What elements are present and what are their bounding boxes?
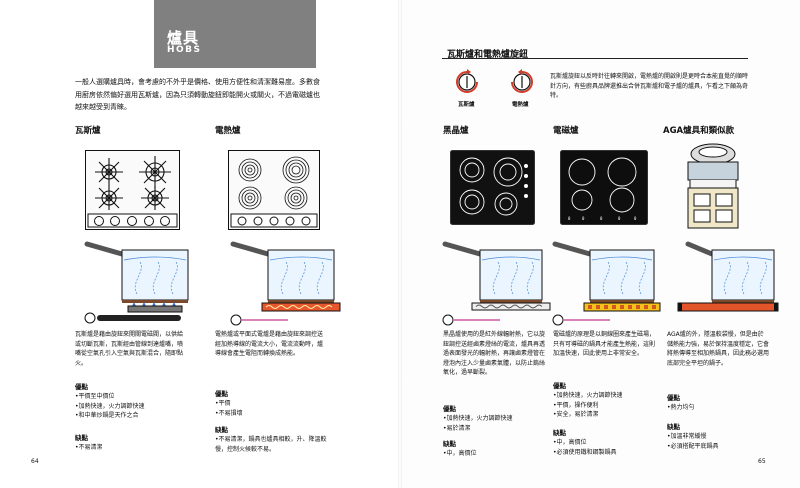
ceramic-hob-illustration (450, 150, 535, 225)
list-item: 加熱快速，火力調節快速 (443, 414, 548, 424)
svg-text:0: 0 (568, 216, 571, 221)
list-item: 熱力均勻 (667, 403, 772, 413)
svg-text:0: 0 (634, 216, 637, 221)
aga-cons-label: 缺點 (667, 423, 680, 431)
gas-pot-diagram (84, 241, 189, 324)
list-item: 中，高價位 (553, 438, 658, 448)
electric-hob-illustration (228, 150, 320, 230)
intro-paragraph: 一般人選購爐具時，會考慮的不外乎是價格、使用方便性和清潔難易度。多數食用廚房依然… (75, 78, 320, 111)
title-box (154, 0, 316, 68)
induction-hob-illustration: 0 0 0 0 0 (560, 150, 648, 225)
induction-pros-list: 加熱快速，火力調節快速 平價，操作便利 安全，易於清潔 (553, 391, 658, 420)
page-title-en: HOBS (167, 45, 202, 55)
list-item: 必須搭配平底鍋具 (667, 442, 772, 452)
induction-cons-list: 中，高價位 必須使用鐵和鋼製鍋具 (553, 438, 658, 457)
list-item: 不易損壞 (215, 409, 330, 419)
page-number-right: 65 (758, 458, 766, 465)
induction-pot-diagram (552, 241, 661, 326)
aga-pros-list: 熱力均勻 (667, 403, 772, 413)
svg-text:0: 0 (582, 216, 585, 221)
svg-text:0: 0 (618, 216, 621, 221)
aga-pros-label: 優點 (667, 394, 680, 402)
list-item: 易於清潔 (443, 424, 548, 434)
page-title: 爐具 (167, 29, 200, 47)
gas-hob-description: 瓦斯爐是藉由旋鈕來開關電磁閥，以供給或切斷瓦斯，瓦斯經由管線到達爐嘴，噴嘴從空氣… (75, 331, 184, 367)
list-item: 加溫非常緩慢 (667, 432, 772, 442)
gas-hob-heading: 瓦斯爐 (75, 126, 101, 136)
electric-cons-list: 不易清潔，鍋具也爐具相較，升、降溫較慢，控制火候較不易。 (215, 435, 327, 454)
knobs-description: 瓦斯爐旋鈕以反時針往轉來開啟，電熱爐的開啟則是更時合本能直覺的順時針方向，有些廚… (550, 73, 749, 99)
gutter (398, 0, 402, 488)
ceramic-cons-list: 中，高價位 (443, 449, 548, 459)
ceramic-cons-label: 缺點 (443, 440, 456, 448)
aga-pot-diagram (677, 241, 779, 312)
svg-text:0: 0 (600, 216, 603, 221)
page-number-left: 64 (31, 458, 39, 465)
electric-pros-label: 優點 (215, 390, 228, 398)
gas-pros-list: 平價至中價位 加熱快速，火力調節快速 和中華炒鍋是天作之合 (75, 392, 195, 421)
knobs-title: 瓦斯爐和電熱爐旋鈕 (447, 50, 529, 60)
electric-pros-list: 平價 不易損壞 (215, 399, 330, 418)
list-item: 平價至中價位 (75, 392, 195, 402)
list-item: 不易清潔，鍋具也爐具相較，升、降溫較慢，控制火候較不易。 (215, 435, 327, 454)
list-item: 必須使用鐵和鋼製鍋具 (553, 448, 658, 458)
gas-knob-label: 瓦斯爐 (458, 102, 475, 108)
ceramic-hob-description: 黑晶爐使用的是紅外線輻射熱，它以旋鈕調控送經鹵素燈絲的電流，爐具再透過表面發光的… (443, 331, 546, 376)
aga-hob-heading: AGA爐具和類似款 (663, 126, 735, 136)
list-item: 和中華炒鍋是天作之合 (75, 411, 195, 421)
list-item: 加熱快速，火力調節快速 (553, 391, 658, 401)
induction-cons-label: 缺點 (553, 429, 566, 437)
list-item: 安全，易於清潔 (553, 410, 658, 420)
ceramic-pros-list: 加熱快速，火力調節快速 易於清潔 (443, 414, 548, 433)
gas-cons-label: 缺點 (75, 434, 88, 442)
gas-hob-illustration (85, 150, 180, 230)
induction-pros-label: 優點 (553, 382, 566, 390)
list-item: 不易清潔 (75, 443, 195, 453)
electric-knob-label: 電熱爐 (512, 102, 529, 108)
list-item: 平價 (215, 399, 330, 409)
induction-hob-description: 電磁爐的原理是以銅線圈來產生磁場，只有可導磁的鍋具才能產生熱能，這則加溫快速，因… (553, 331, 656, 357)
list-item: 中，高價位 (443, 449, 548, 459)
aga-cooker-illustration (687, 143, 739, 229)
aga-hob-description: AGA爐的外，隱溫較袋慢，但是由於儲熱能力強，易於保持溫度穩定，它會將熱傳導至相… (667, 331, 770, 367)
list-item: 平價，操作便利 (553, 401, 658, 411)
ceramic-pot-diagram (442, 241, 551, 326)
electric-hob-description: 電熱爐或平面式電爐是藉由旋鈕來調控送經加熱導線的電流大小，電流流動時，爐導線會產… (215, 331, 324, 357)
electric-pot-diagram (230, 241, 341, 326)
electric-knob-cw-icon (511, 69, 533, 93)
aga-cons-list: 加溫非常緩慢 必須搭配平底鍋具 (667, 432, 772, 451)
list-item: 加熱快速，火力調節快速 (75, 402, 195, 412)
ceramic-hob-heading: 黑晶爐 (443, 126, 469, 136)
electric-hob-heading: 電熱爐 (215, 126, 241, 136)
electric-cons-label: 缺點 (215, 426, 228, 434)
gas-pros-label: 優點 (75, 383, 88, 391)
induction-hob-heading: 電磁爐 (553, 126, 579, 136)
gas-knob-ccw-icon (456, 69, 478, 93)
ceramic-pros-label: 優點 (443, 405, 456, 413)
knobs-rule (442, 58, 748, 59)
gas-cons-list: 不易清潔 (75, 443, 195, 453)
